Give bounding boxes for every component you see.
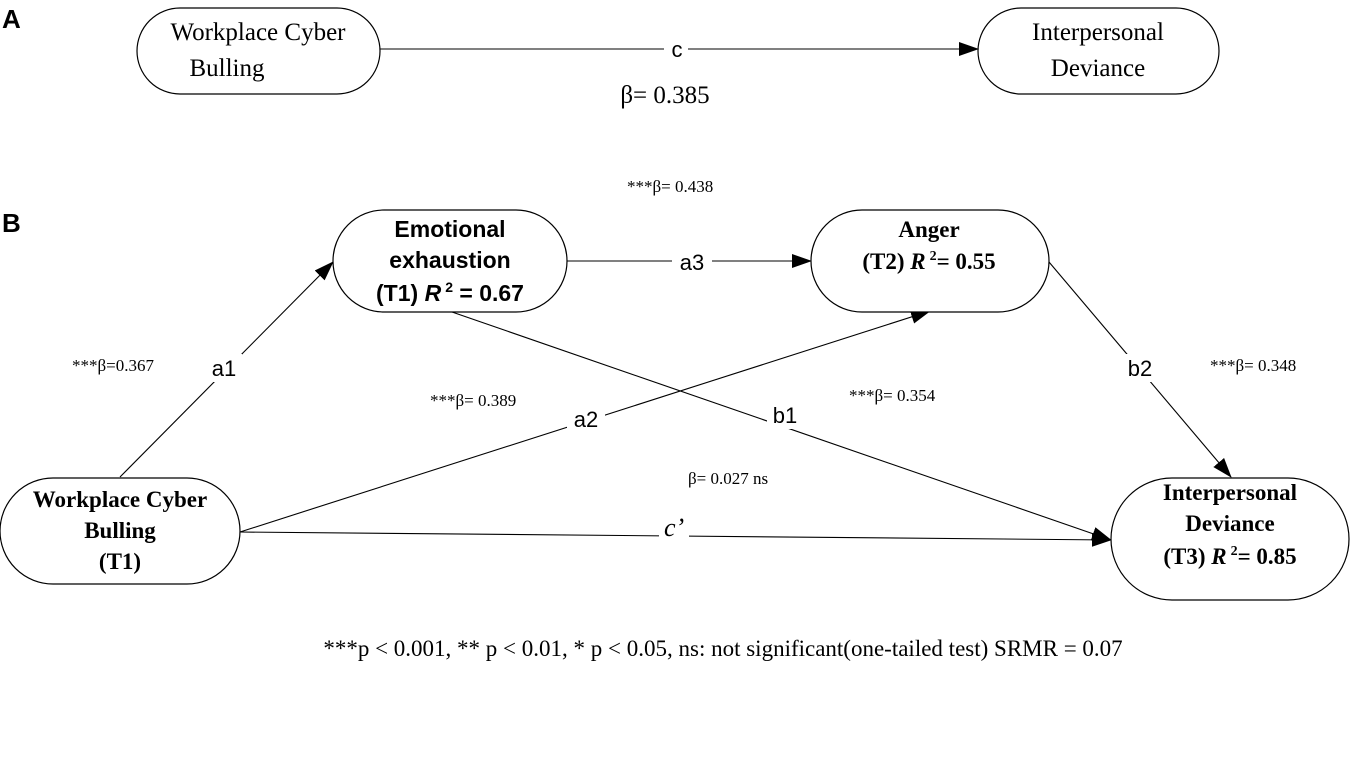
path-a3-beta: ***β= 0.438 [627, 177, 713, 196]
node-wcb-line1: Workplace Cyber [33, 487, 207, 512]
path-a2-label: a2 [574, 407, 598, 432]
panel-a-target-node: Interpersonal Deviance [977, 7, 1220, 95]
path-a3-label: a3 [680, 250, 704, 275]
footnote: ***p < 0.001, ** p < 0.01, * p < 0.05, n… [323, 636, 1122, 661]
node-ee-line2: exhaustion [389, 247, 510, 273]
panel-b-letter: B [2, 208, 21, 238]
panel-a-source-line2: Bulling [189, 55, 265, 82]
node-workplace-cyber-bulling: Workplace Cyber Bulling (T1) [0, 477, 241, 585]
path-b1-beta: ***β= 0.354 [849, 386, 936, 405]
panel-a-label-bg [664, 36, 688, 62]
node-wcb-line2: Bulling [84, 518, 156, 543]
node-wcb-line3: (T1) [99, 549, 141, 574]
path-b2-beta: ***β= 0.348 [1210, 356, 1296, 375]
path-c-prime-beta: β= 0.027 ns [688, 469, 768, 488]
node-ee-line1: Emotional [394, 216, 505, 242]
path-c-prime-label: c’ [664, 513, 684, 542]
panel-a-source-line1: Workplace Cyber [171, 19, 347, 46]
path-b2-label: b2 [1128, 356, 1152, 381]
panel-a-beta: β= 0.385 [620, 82, 709, 109]
path-a2-beta: ***β= 0.389 [430, 391, 516, 410]
panel-a-target-line1: Interpersonal [1032, 19, 1164, 46]
path-b1-label: b1 [773, 403, 797, 428]
panel-a-letter: A [2, 4, 21, 34]
panel-a-target-line2: Deviance [1051, 55, 1145, 82]
node-dev-line1: Interpersonal [1163, 480, 1297, 505]
panel-a-path-label: c [672, 37, 683, 62]
panel-a-source-node: Workplace Cyber Bulling [136, 7, 381, 95]
path-a1-label: a1 [212, 356, 236, 381]
node-anger-line1: Anger [898, 217, 959, 242]
path-a1-beta: ***β=0.367 [72, 356, 154, 375]
node-dev-line2: Deviance [1185, 511, 1274, 536]
